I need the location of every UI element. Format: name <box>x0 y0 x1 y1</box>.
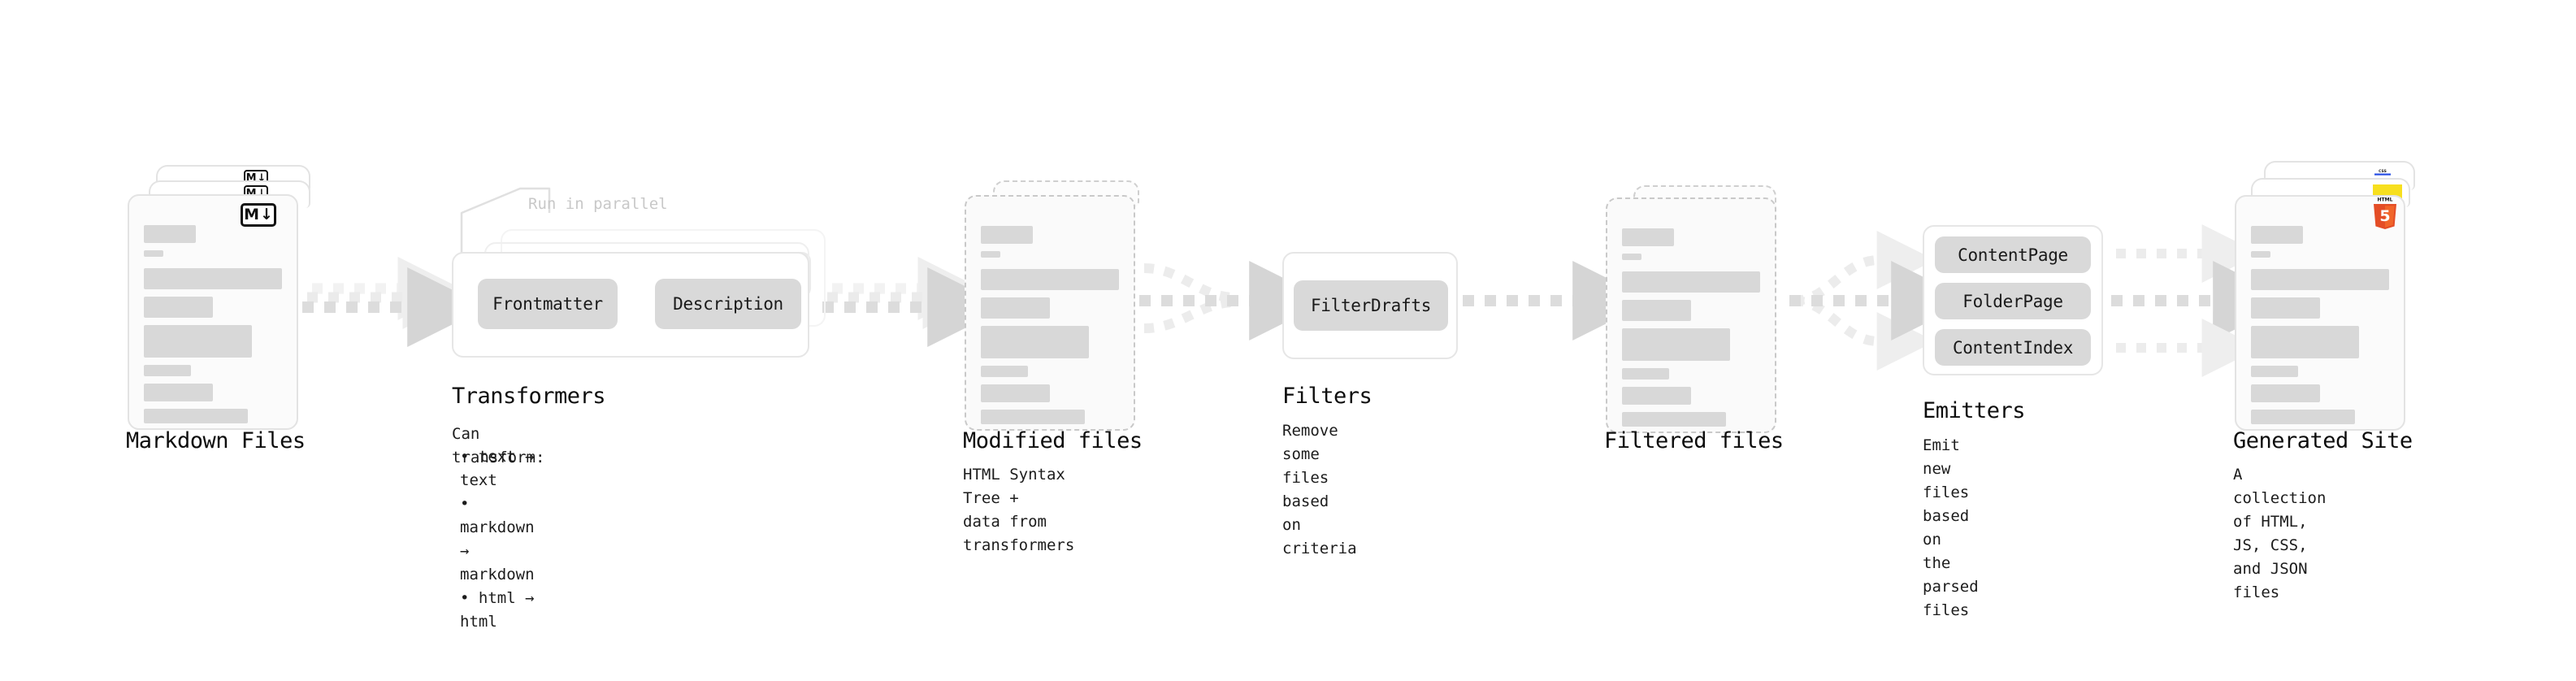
bullet-html: html → html <box>460 587 535 634</box>
html5-icon: HTML 5 <box>2374 197 2396 229</box>
arrow-markdown-to-transformers <box>302 257 488 347</box>
arrow-filtered-to-emitters <box>1789 231 1971 371</box>
filtered-document-card[interactable] <box>1606 197 1776 433</box>
filtered-skeleton <box>1622 228 1760 434</box>
transformer-chip-frontmatter[interactable]: Frontmatter <box>478 279 618 329</box>
down-arrow-glyph: ↓ <box>257 187 267 200</box>
emitters-subtitle: Emit new files based on the parsed files <box>1923 436 1979 619</box>
stage-title-filters: Filters <box>1282 384 1373 409</box>
modified-files-subtitle: HTML Syntax Tree + data from transformer… <box>963 466 1075 554</box>
generated-site-subtitle: A collection of HTML, JS, CSS, and JSON … <box>2233 466 2327 601</box>
emitter-chip-folderpage[interactable]: FolderPage <box>1935 283 2091 319</box>
generated-site-card[interactable] <box>2235 195 2405 431</box>
stage-title-generated-site: Generated Site <box>2233 428 2413 453</box>
filter-chip-filterdrafts[interactable]: FilterDrafts <box>1294 280 1448 331</box>
markdown-document-card[interactable] <box>128 194 298 430</box>
run-in-parallel-label: Run in parallel <box>528 195 668 213</box>
down-arrow-glyph: ↓ <box>257 171 267 184</box>
filters-subtitle: Remove some files based on criteria <box>1282 422 1357 557</box>
markdown-badge-front: M↓ <box>241 203 276 227</box>
stage-title-markdown-files: Markdown Files <box>126 428 306 453</box>
stage-title-filtered-files: Filtered files <box>1604 428 1784 453</box>
svg-text:CSS: CSS <box>2379 169 2387 174</box>
modified-document-card[interactable] <box>965 195 1135 431</box>
bullet-markdown: markdown → markdown <box>460 492 535 587</box>
emitter-chip-contentindex[interactable]: ContentIndex <box>1935 329 2091 366</box>
modified-skeleton <box>981 226 1119 432</box>
arrow-modified-to-filters <box>1139 261 1329 340</box>
emitter-chip-contentpage[interactable]: ContentPage <box>1935 236 2091 273</box>
generated-site-skeleton <box>2251 226 2389 432</box>
stage-title-transformers: Transformers <box>452 384 606 409</box>
arrow-emitters-to-site <box>2111 224 2293 377</box>
transformer-chip-description[interactable]: Description <box>655 279 801 329</box>
bullet-text: text → text <box>460 445 535 492</box>
stage-title-modified-files: Modified files <box>963 428 1143 453</box>
stage-title-emitters: Emitters <box>1923 398 2026 423</box>
transformers-bullet-list: text → text markdown → markdown html → h… <box>460 445 535 634</box>
arrow-transformers-to-modified <box>822 257 1008 347</box>
svg-text:HTML: HTML <box>2378 197 2393 203</box>
down-arrow-glyph: ↓ <box>260 206 273 223</box>
svg-text:5: 5 <box>2379 207 2390 225</box>
css3-icon: CSS <box>2374 169 2391 176</box>
markdown-skeleton <box>144 225 282 431</box>
